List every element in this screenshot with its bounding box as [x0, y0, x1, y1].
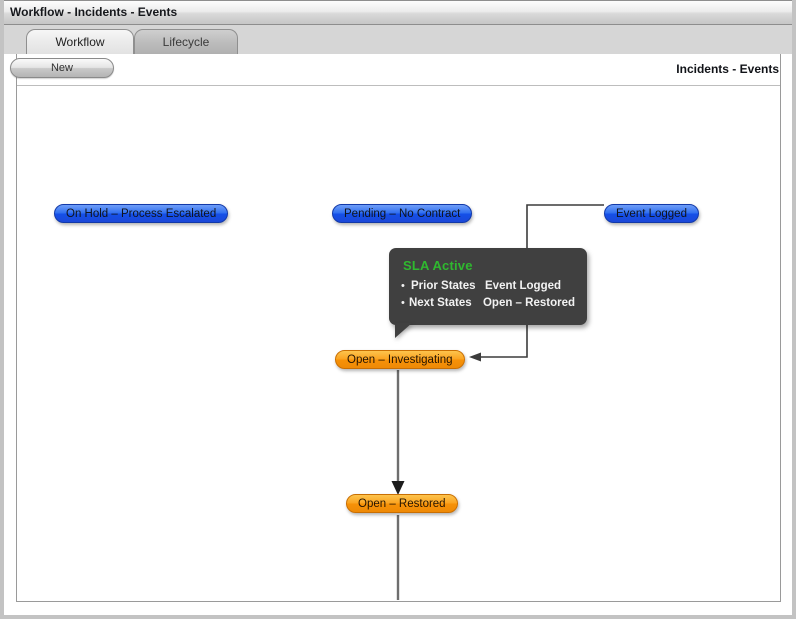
state-node-event-logged[interactable]: Event Logged	[604, 204, 699, 223]
content-panel: New Incidents - Events On Hold – Process…	[10, 54, 781, 602]
state-node-on-hold-process-escalated[interactable]: On Hold – Process Escalated	[54, 204, 229, 223]
window-title: Workflow - Incidents - Events	[10, 5, 178, 19]
new-button[interactable]: New	[10, 58, 114, 78]
next-states-value: Open – Restored	[482, 297, 575, 309]
state-node-pending-no-contract[interactable]: Pending – No Contract	[332, 204, 473, 223]
tab-strip: Workflow Lifecycle	[1, 25, 795, 54]
sla-tooltip-row-next-states: • Next States Open – Restored	[401, 297, 575, 309]
bullet-icon: •	[401, 280, 405, 292]
arrowhead-open-restored	[391, 481, 405, 495]
prior-states-value: Event Logged	[485, 280, 562, 292]
tooltip-tail	[395, 323, 412, 338]
prior-states-label: Prior States	[411, 280, 476, 292]
sla-tooltip-row-prior-states: • Prior States Event Logged	[401, 280, 575, 292]
page-title: Incidents - Events	[676, 62, 779, 76]
connector-layer	[391, 204, 604, 600]
window-titlebar: Workflow - Incidents - Events	[1, 1, 795, 25]
sla-tooltip-title: SLA Active	[403, 258, 473, 273]
state-node-open-restored[interactable]: Open – Restored	[346, 494, 458, 513]
workflow-canvas: On Hold – Process Escalated Pending – No…	[17, 87, 780, 600]
toolbar: New Incidents - Events	[10, 54, 780, 86]
bullet-icon: •	[401, 297, 405, 309]
tab-workflow[interactable]: Workflow	[26, 29, 134, 54]
next-states-label: Next States	[408, 297, 472, 309]
state-node-open-investigating[interactable]: Open – Investigating	[335, 350, 465, 369]
arrowhead-open-investigating	[469, 352, 481, 362]
tab-lifecycle[interactable]: Lifecycle	[134, 29, 238, 54]
sla-tooltip: SLA Active • Prior States Event Logged •…	[389, 248, 587, 338]
